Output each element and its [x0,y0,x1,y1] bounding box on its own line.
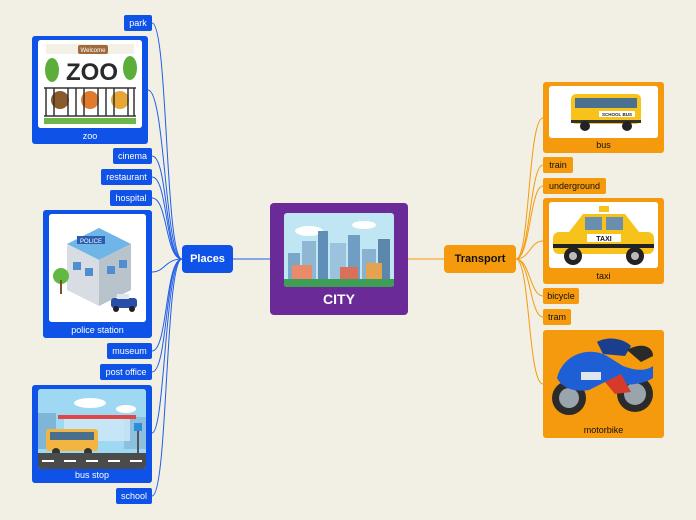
subtopic-taxi[interactable]: TAXI taxi [543,198,664,284]
subtopic-cinema[interactable]: cinema [113,148,152,164]
police-station-image: POLICE [49,214,146,322]
subtopic-train[interactable]: train [543,157,573,173]
subtopic-park[interactable]: park [124,15,152,31]
taxi-label: taxi [596,271,611,281]
subtopic-police-station[interactable]: POLICE police station [43,210,152,338]
subtopic-motorbike[interactable]: motorbike [543,330,664,438]
central-topic-label: CITY [323,291,355,307]
subtopic-bus[interactable]: SCHOOL BUS bus [543,82,664,153]
places-topic[interactable]: Places [182,245,233,273]
subtopic-underground[interactable]: underground [543,178,606,194]
zoo-word-text: ZOO [66,59,118,86]
police-station-label: police station [71,325,124,335]
motorbike-image [549,332,658,424]
subtopic-restaurant[interactable]: restaurant [101,169,152,185]
central-topic-city[interactable]: CITY [270,203,408,315]
zoo-sign-text: Welcome [81,48,107,54]
bus-sign-text: SCHOOL BUS [602,112,632,117]
city-skyline-image [284,213,394,287]
police-sign-text: POLICE [80,239,102,245]
bus-label: bus [596,140,611,150]
bus-image: SCHOOL BUS [549,86,658,138]
subtopic-bicycle[interactable]: bicycle [543,288,579,304]
taxi-sign-text: TAXI [596,236,611,243]
subtopic-zoo[interactable]: Welcome ZOO zoo [32,36,148,144]
subtopic-museum[interactable]: museum [107,343,152,359]
subtopic-tram[interactable]: tram [543,309,571,325]
zoo-image: Welcome ZOO [38,40,142,128]
bus-stop-image [38,389,146,469]
transport-topic[interactable]: Transport [444,245,516,273]
subtopic-hospital[interactable]: hospital [110,190,152,206]
motorbike-label: motorbike [583,425,624,435]
zoo-label: zoo [82,131,98,141]
subtopic-school[interactable]: school [116,488,152,504]
bus-stop-label: bus stop [74,470,110,480]
subtopic-post-office[interactable]: post office [100,364,152,380]
taxi-image: TAXI [549,202,658,268]
subtopic-bus-stop[interactable]: bus stop [32,385,152,483]
